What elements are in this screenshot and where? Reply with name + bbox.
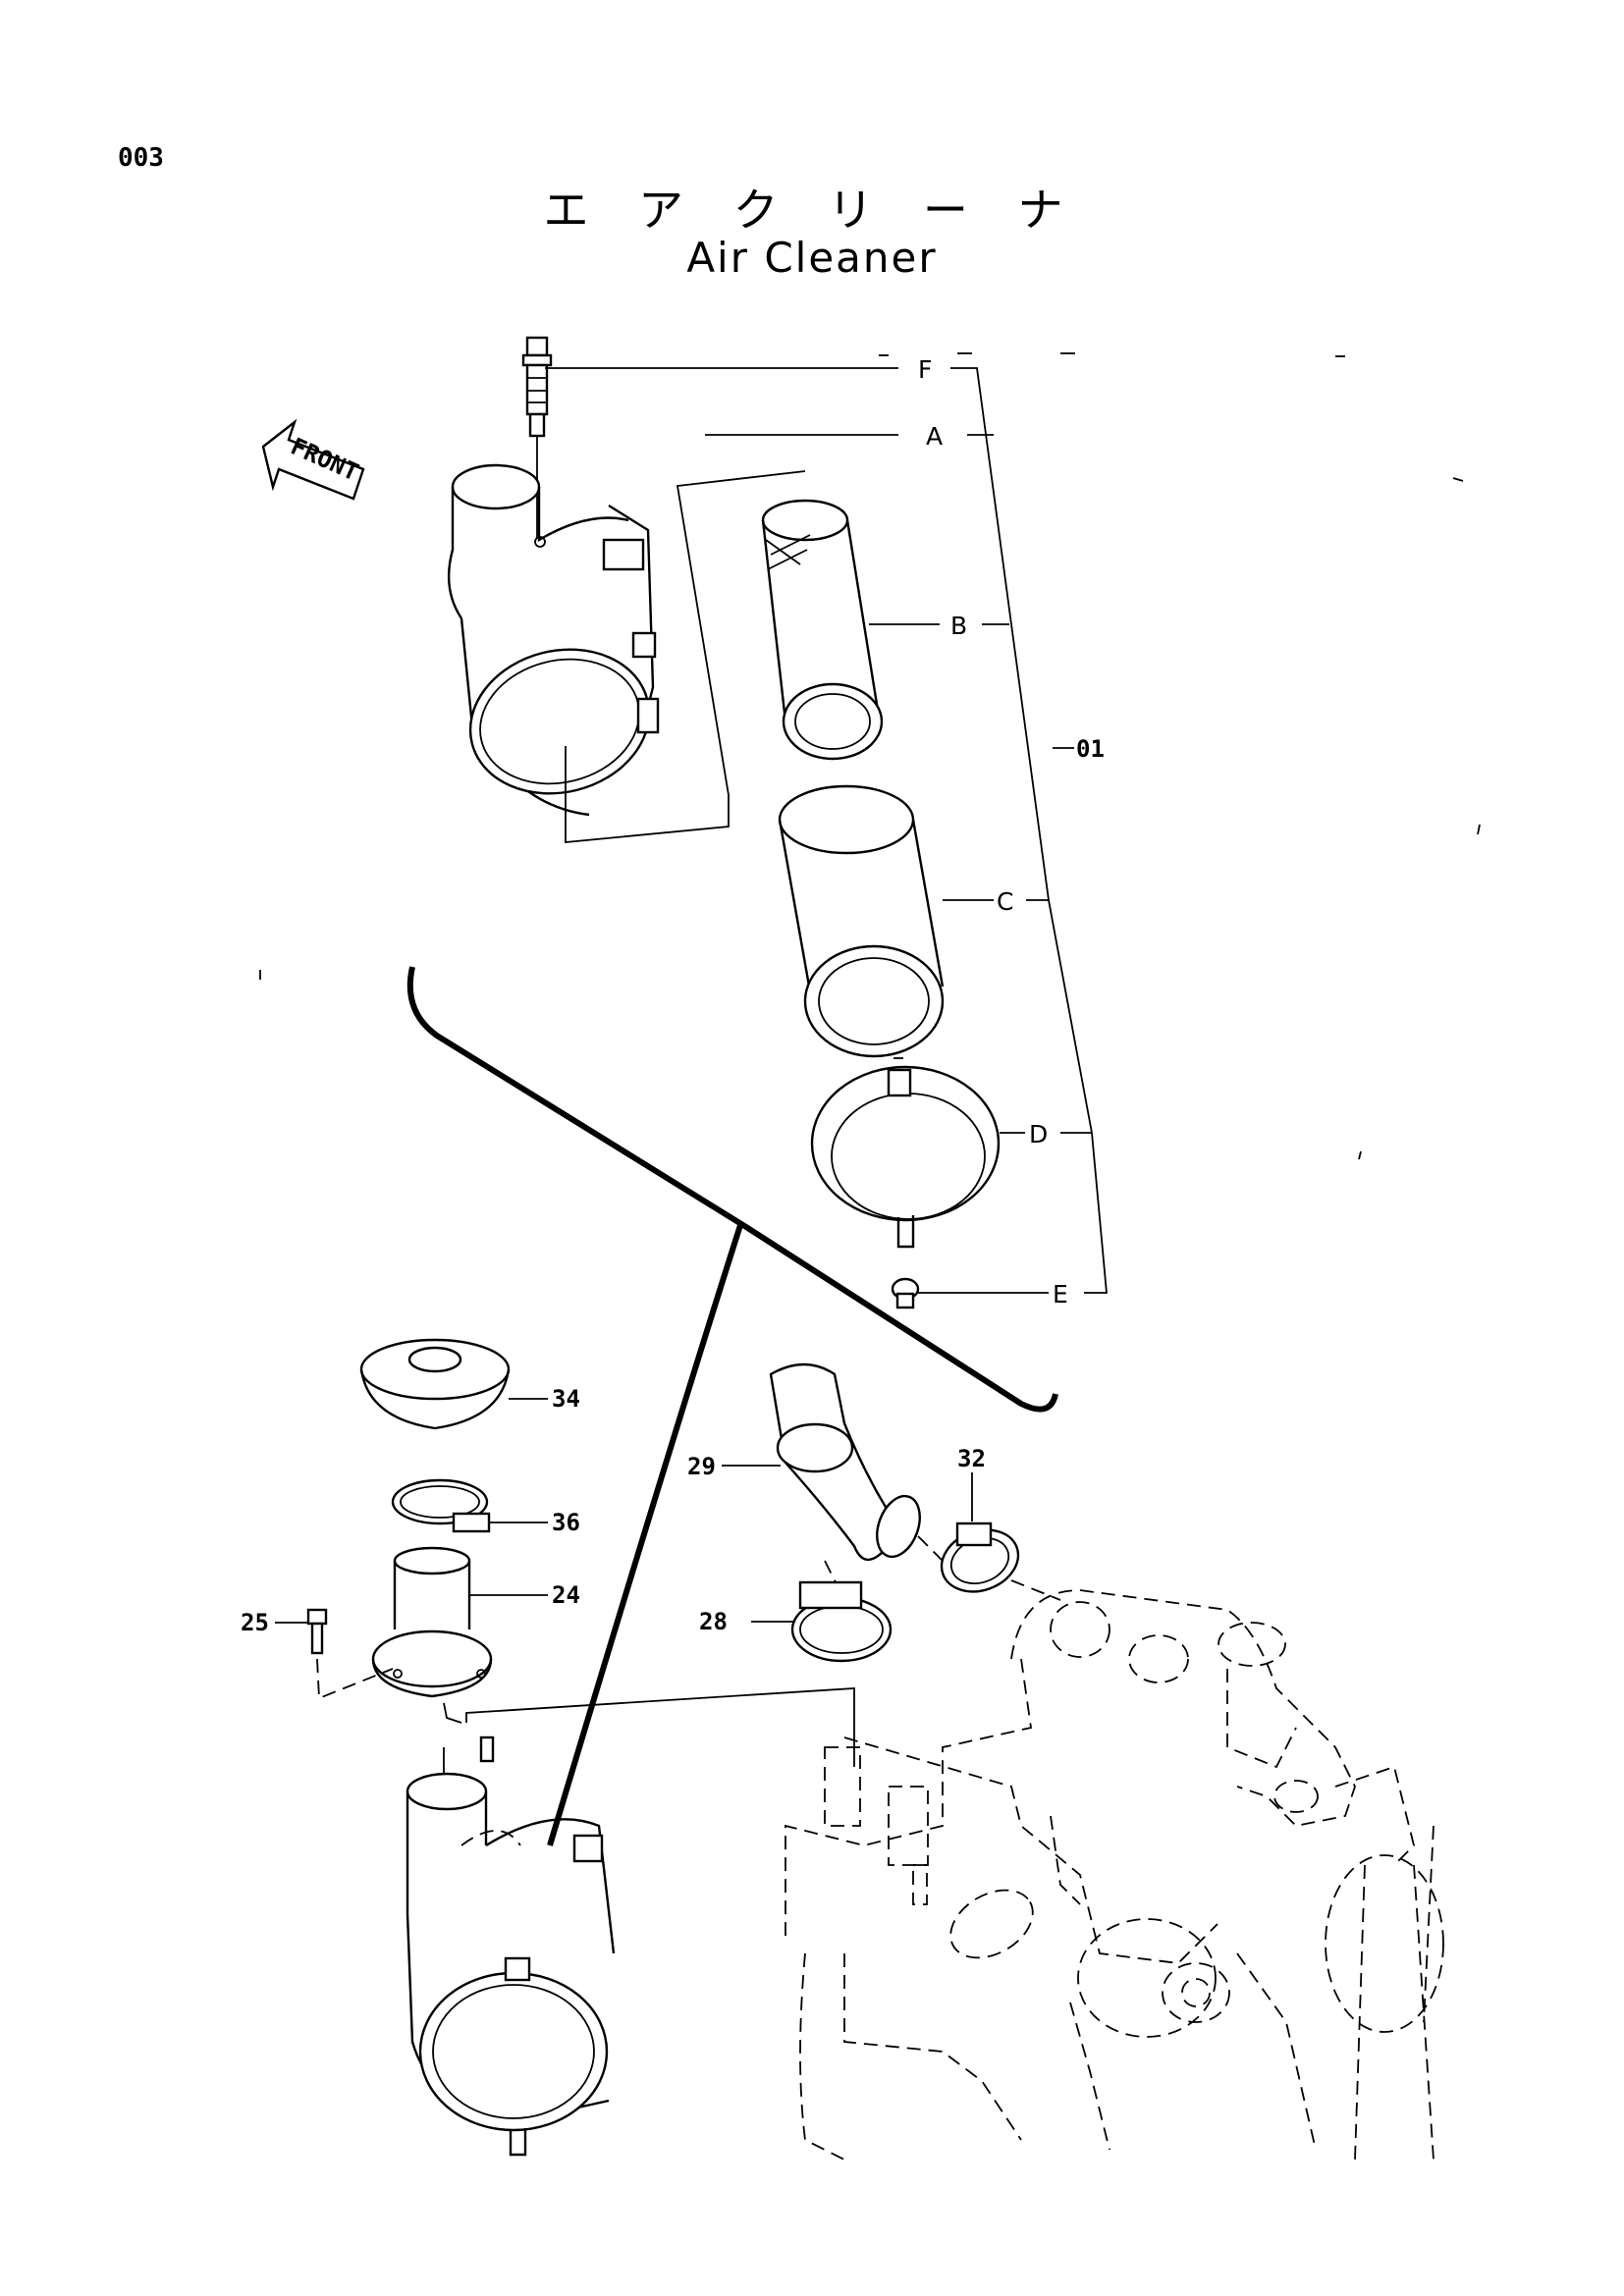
air-cleaner-housing-part (447, 463, 806, 843)
page-title-japanese: エ ア ク リ ー ナ (543, 184, 1081, 237)
label-A: A (926, 422, 943, 451)
hose-clamp-part (391, 1478, 548, 1533)
assembly-leader-lines (545, 367, 1108, 1294)
bolt-part (275, 1608, 394, 1700)
part-number-24: 24 (552, 1581, 580, 1609)
inlet-pipe-part (371, 1546, 548, 1698)
evacuator-valve-part (891, 1277, 920, 1309)
part-number-34: 34 (552, 1385, 580, 1413)
page-title-english: Air Cleaner (686, 234, 938, 282)
label-D: D (1029, 1120, 1048, 1148)
page-number: 003 (118, 143, 164, 173)
label-F: F (918, 355, 932, 384)
rain-cap-part (359, 1338, 548, 1430)
label-B: B (950, 612, 967, 640)
part-number-32: 32 (957, 1445, 986, 1472)
scan-specks (259, 352, 1481, 1160)
hose-clamp-small-part (917, 1472, 1061, 1601)
hose-clamp-large-part (751, 1580, 893, 1663)
label-C: C (997, 887, 1013, 916)
engine-outline (785, 1589, 1444, 2161)
label-E: E (1053, 1280, 1068, 1308)
outer-filter-element-part (778, 784, 945, 1058)
assembled-air-cleaner-unit (406, 1687, 855, 2157)
assembly-callout-01: 01 (1076, 735, 1105, 763)
front-arrow-icon: FRONT (261, 418, 365, 501)
part-number-29: 29 (687, 1453, 716, 1480)
detail-callout-bracket (406, 966, 1058, 1846)
restriction-indicator-part (521, 336, 553, 538)
part-number-28: 28 (699, 1608, 728, 1635)
rubber-hose-part (722, 1362, 921, 1591)
part-number-25: 25 (241, 1609, 269, 1636)
inner-filter-element-part (761, 499, 884, 761)
dust-cover-part (810, 1065, 1001, 1249)
part-number-36: 36 (552, 1509, 580, 1536)
